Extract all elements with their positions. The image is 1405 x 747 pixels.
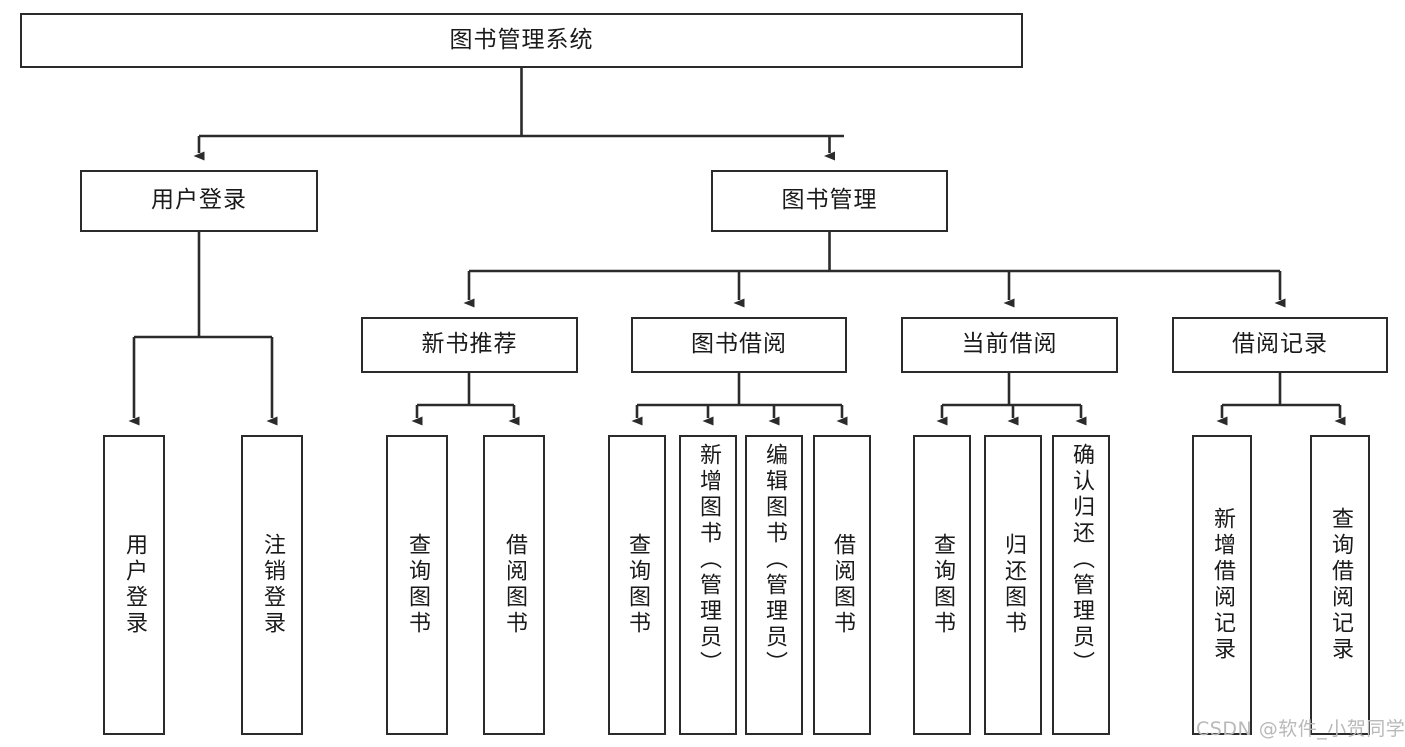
node-leaf-confirm-return[interactable]: 确认归还（管理员）	[1052, 435, 1110, 735]
node-root[interactable]: 图书管理系统	[20, 13, 1023, 68]
leaf-text-wrap: 新增借阅记录	[1194, 437, 1250, 733]
node-leaf-logout[interactable]: 注销登录	[241, 435, 303, 735]
node-book-borrow[interactable]: 图书借阅	[631, 317, 847, 373]
node-leaf-borrow-book[interactable]: 借阅图书	[813, 435, 871, 735]
node-current-borrow[interactable]: 当前借阅	[901, 317, 1118, 373]
leaf-text-wrap: 查询借阅记录	[1312, 437, 1368, 733]
leaf-text-wrap: 查询图书	[915, 437, 969, 733]
leaf-text-wrap: 查询图书	[388, 437, 446, 733]
node-leaf-confirm-return-label: 确认归还（管理员）	[1069, 443, 1094, 677]
node-leaf-borrow-book-rec[interactable]: 借阅图书	[483, 435, 545, 735]
node-leaf-logout-label: 注销登录	[260, 533, 285, 637]
node-root-label: 图书管理系统	[449, 26, 594, 53]
leaf-text-wrap: 借阅图书	[815, 437, 869, 733]
node-borrow-record-label: 借阅记录	[1232, 331, 1328, 358]
node-leaf-query-record-label: 查询借阅记录	[1328, 507, 1353, 663]
leaf-text-wrap: 注销登录	[243, 437, 301, 733]
node-leaf-query-record[interactable]: 查询借阅记录	[1310, 435, 1370, 735]
node-book-manage-label: 图书管理	[781, 187, 878, 214]
node-leaf-query-book-cur[interactable]: 查询图书	[913, 435, 971, 735]
node-leaf-borrow-book-rec-label: 借阅图书	[502, 533, 527, 637]
node-book-manage[interactable]: 图书管理	[711, 170, 948, 232]
node-book-borrow-label: 图书借阅	[691, 331, 787, 358]
leaf-text-wrap: 归还图书	[986, 437, 1040, 733]
node-leaf-query-book-label: 查询图书	[625, 533, 650, 637]
node-leaf-edit-book[interactable]: 编辑图书（管理员）	[745, 435, 803, 735]
node-leaf-query-book[interactable]: 查询图书	[608, 435, 666, 735]
csdn-watermark: CSDN @软件_小贺同学	[1196, 718, 1405, 740]
node-leaf-query-book-cur-label: 查询图书	[930, 533, 955, 637]
leaf-text-wrap: 借阅图书	[485, 437, 543, 733]
node-leaf-add-book[interactable]: 新增图书（管理员）	[679, 435, 737, 735]
node-leaf-add-record-label: 新增借阅记录	[1210, 507, 1235, 663]
node-leaf-return-book-label: 归还图书	[1001, 533, 1026, 637]
node-leaf-borrow-book-label: 借阅图书	[830, 533, 855, 637]
node-new-book-recommend-label: 新书推荐	[421, 331, 518, 358]
node-leaf-return-book[interactable]: 归还图书	[984, 435, 1042, 735]
node-leaf-edit-book-label: 编辑图书（管理员）	[762, 443, 787, 677]
node-borrow-record[interactable]: 借阅记录	[1172, 317, 1388, 373]
node-leaf-query-book-rec[interactable]: 查询图书	[386, 435, 448, 735]
leaf-text-wrap: 用户登录	[105, 437, 163, 733]
node-current-borrow-label: 当前借阅	[961, 331, 1058, 358]
leaf-text-wrap: 确认归还（管理员）	[1054, 437, 1108, 739]
leaf-text-wrap: 查询图书	[610, 437, 664, 733]
node-leaf-user-login-label: 用户登录	[122, 533, 147, 637]
node-leaf-add-book-label: 新增图书（管理员）	[696, 443, 721, 677]
node-leaf-add-record[interactable]: 新增借阅记录	[1192, 435, 1252, 735]
node-leaf-user-login[interactable]: 用户登录	[103, 435, 165, 735]
node-new-book-recommend[interactable]: 新书推荐	[361, 317, 578, 373]
leaf-text-wrap: 编辑图书（管理员）	[747, 437, 801, 739]
node-leaf-query-book-rec-label: 查询图书	[405, 533, 430, 637]
node-user-login-label: 用户登录	[151, 187, 247, 214]
node-user-login[interactable]: 用户登录	[80, 170, 318, 232]
leaf-text-wrap: 新增图书（管理员）	[681, 437, 735, 739]
